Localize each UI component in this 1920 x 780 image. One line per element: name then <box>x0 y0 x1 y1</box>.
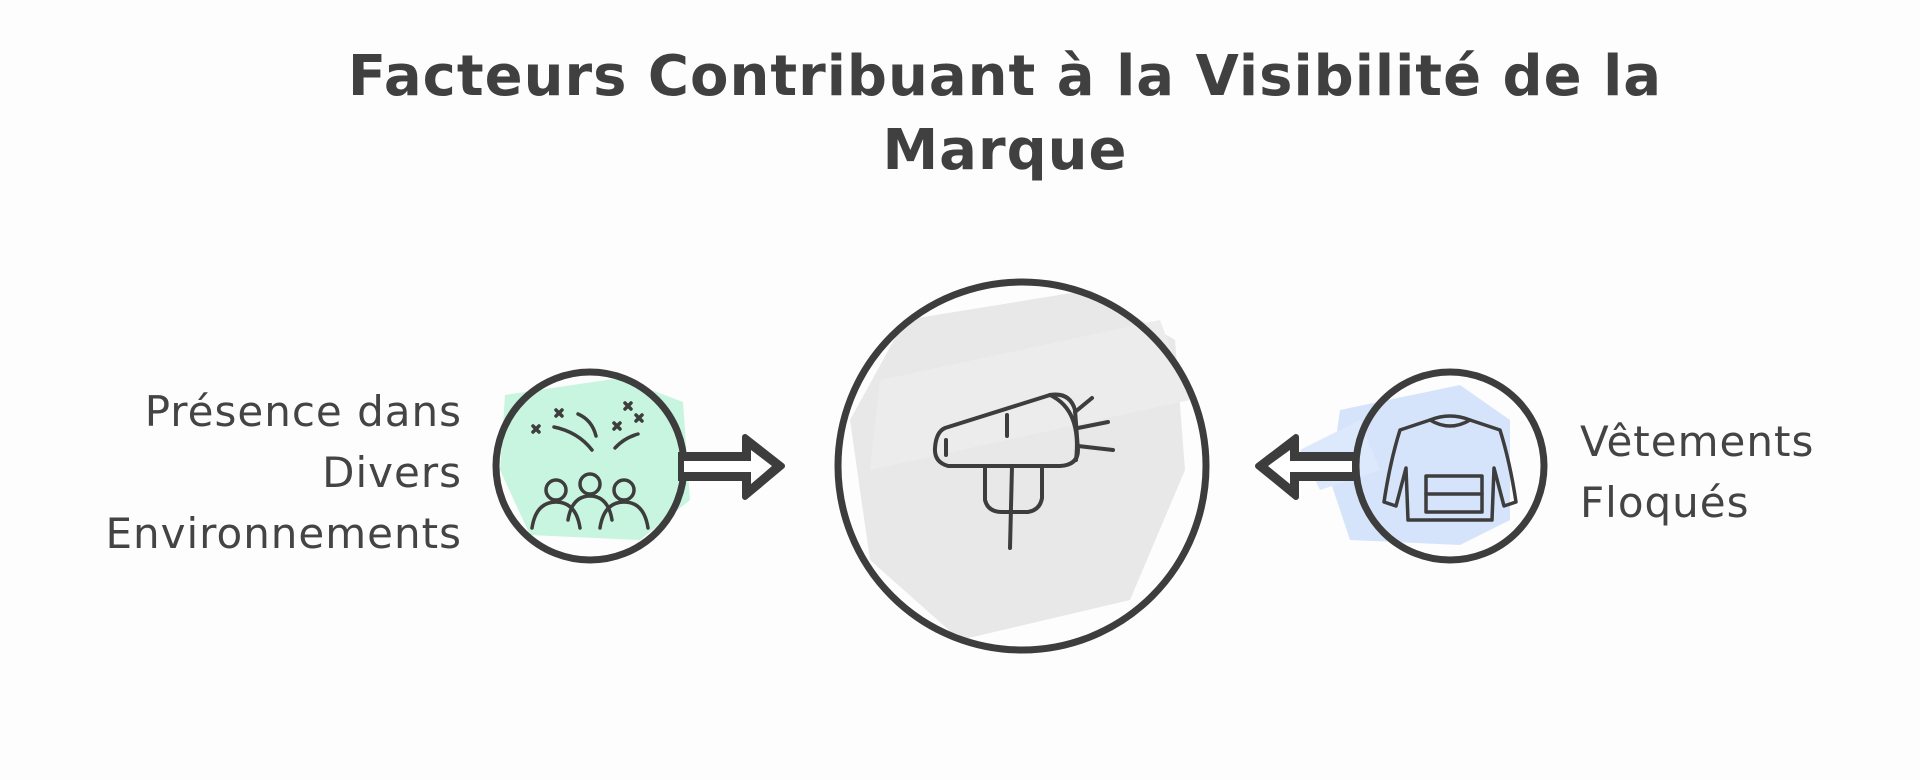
title-line-1: Facteurs Contribuant à la Visibilité de … <box>347 44 1663 109</box>
left-to-center-arrow <box>678 434 785 500</box>
left-label-line-3: Environnements <box>105 509 462 558</box>
right-label-line-2: Floqués <box>1580 478 1750 527</box>
megaphone-icon <box>932 392 1115 550</box>
right-to-center-arrow <box>1255 434 1358 500</box>
left-factor-label: Présence dans Divers Environnements <box>40 381 462 564</box>
title-line-2: Marque <box>882 118 1128 183</box>
right-label-line-1: Vêtements <box>1580 417 1815 466</box>
right-factor-label: Vêtements Floqués <box>1580 411 1900 533</box>
left-label-line-2: Divers <box>322 448 462 497</box>
left-label-line-1: Présence dans <box>144 387 462 436</box>
diagram-title: Facteurs Contribuant à la Visibilité de … <box>280 40 1730 188</box>
crowd-celebration-icon <box>530 401 650 530</box>
shirt-icon <box>1382 414 1518 522</box>
left-factor-node <box>492 368 690 564</box>
